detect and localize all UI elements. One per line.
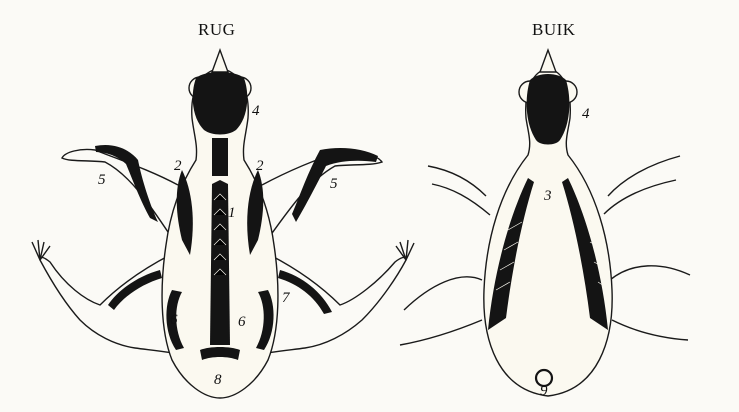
dorsal-title: RUG [198,20,235,40]
dorsal-frog-figure [32,50,414,398]
dorsal-label-2-left: 2 [174,158,182,175]
dorsal-hind-left-foot [32,240,50,260]
ventral-front-right-arm [604,156,680,214]
dorsal-label-5-right: 5 [330,176,338,193]
dorsal-label-5-left: 5 [98,172,106,189]
dorsal-label-2-right: 2 [256,158,264,175]
dorsal-label-7: 7 [282,290,290,307]
dorsal-upper-spine-muscle [212,138,228,176]
ventral-throat-muscle [527,74,570,145]
dorsal-head-muscle [193,72,248,135]
dorsal-front-left-arm [62,149,178,235]
dorsal-label-6-left: 6 [170,312,178,329]
dorsal-label-4: 4 [252,103,260,120]
dorsal-snout [212,50,228,72]
ventral-label-3: 3 [544,188,552,205]
ventral-frog-figure [400,50,690,396]
dorsal-label-8: 8 [214,372,222,389]
dorsal-spine-muscle [210,180,230,345]
ventral-snout [540,50,556,72]
ventral-label-4: 4 [582,106,590,123]
ventral-hind-right-leg [610,266,690,340]
ventral-label-9: 9 [540,383,548,400]
ventral-title: BUIK [532,20,576,40]
dorsal-label-6-right: 6 [238,314,246,331]
ventral-hind-left-leg [400,277,482,345]
ventral-front-left-arm [428,166,490,215]
dorsal-hind-right-foot [396,240,414,260]
dorsal-label-1: 1 [228,205,236,222]
